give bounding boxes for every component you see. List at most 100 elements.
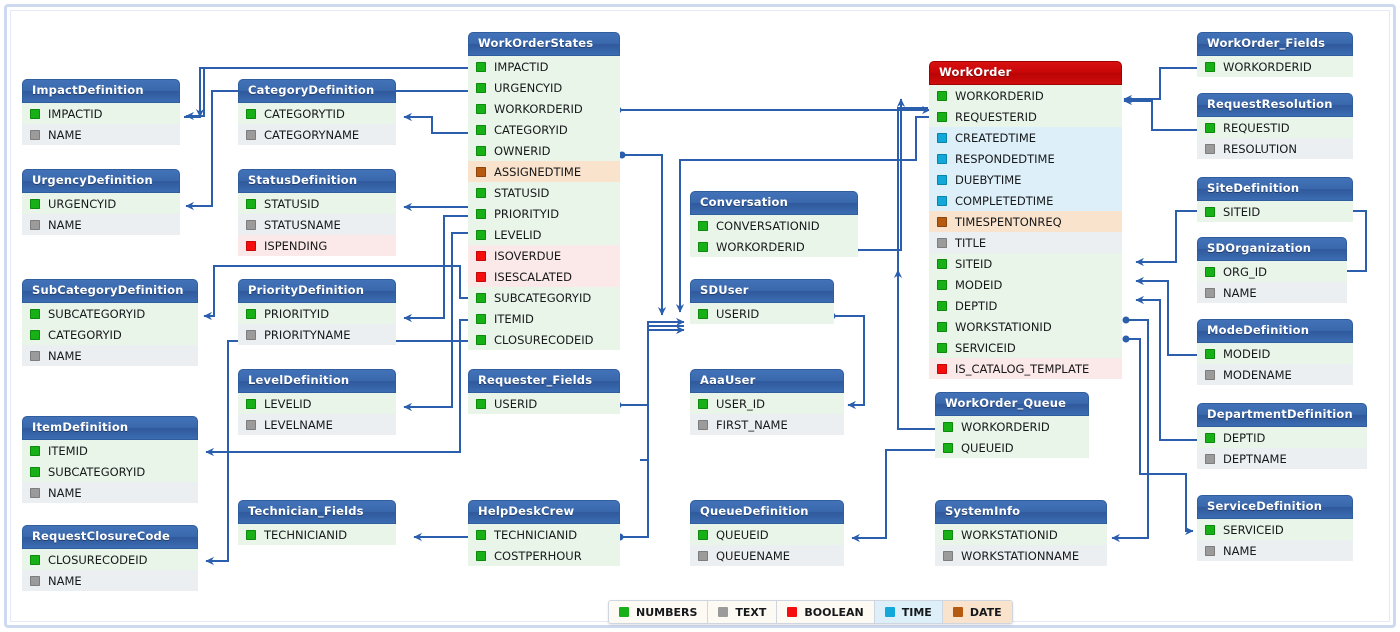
table-header-itemdefinition[interactable]: ItemDefinition <box>22 416 198 440</box>
column-row[interactable]: QUEUENAME <box>690 545 844 566</box>
table-header-urgencydefinition[interactable]: UrgencyDefinition <box>22 169 180 193</box>
table-header-departmentdefinition[interactable]: DepartmentDefinition <box>1197 403 1367 427</box>
column-row[interactable]: SUBCATEGORYID <box>22 303 198 324</box>
column-row[interactable]: MODEID <box>929 274 1122 295</box>
column-row[interactable]: STATUSNAME <box>238 214 396 235</box>
column-row[interactable]: CLOSURECODEID <box>468 329 620 350</box>
column-row[interactable]: TECHNICIANID <box>468 524 620 545</box>
column-row[interactable]: TIMESPENTONREQ <box>929 211 1122 232</box>
table-header-sduser[interactable]: SDUser <box>690 279 834 303</box>
legend-item-time[interactable]: TIME <box>874 601 943 623</box>
column-row[interactable]: CLOSURECODEID <box>22 549 198 570</box>
column-row[interactable]: REQUESTID <box>1197 117 1353 138</box>
column-row[interactable]: LEVELID <box>468 224 620 245</box>
column-row[interactable]: SERVICEID <box>929 337 1122 358</box>
column-row[interactable]: CONVERSATIONID <box>690 215 858 236</box>
column-row[interactable]: ORG_ID <box>1197 261 1347 282</box>
column-row[interactable]: NAME <box>22 214 180 235</box>
column-row[interactable]: IS_CATALOG_TEMPLATE <box>929 358 1122 379</box>
legend-item-numbers[interactable]: NUMBERS <box>609 601 709 623</box>
column-row[interactable]: USERID <box>468 393 620 414</box>
column-row[interactable]: NAME <box>1197 540 1353 561</box>
column-row[interactable]: NAME <box>1197 282 1347 303</box>
table-header-prioritydefinition[interactable]: PriorityDefinition <box>238 279 396 303</box>
column-row[interactable]: USER_ID <box>690 393 844 414</box>
column-row[interactable]: WORKORDERID <box>690 236 858 257</box>
column-row[interactable]: NAME <box>22 345 198 366</box>
column-row[interactable]: PRIORITYID <box>468 203 620 224</box>
column-row[interactable]: DEPTNAME <box>1197 448 1367 469</box>
column-row[interactable]: CATEGORYID <box>468 119 620 140</box>
table-header-requestclosurecode[interactable]: RequestClosureCode <box>22 525 198 549</box>
table-header-sdorganization[interactable]: SDOrganization <box>1197 237 1347 261</box>
column-row[interactable]: ISPENDING <box>238 235 396 256</box>
table-header-systeminfo[interactable]: SystemInfo <box>935 500 1107 524</box>
column-row[interactable]: PRIORITYID <box>238 303 396 324</box>
table-header-workorder_fields[interactable]: WorkOrder_Fields <box>1197 32 1353 56</box>
column-row[interactable]: STATUSID <box>468 182 620 203</box>
table-header-subcategorydefinition[interactable]: SubCategoryDefinition <box>22 279 198 303</box>
table-header-aaauser[interactable]: AaaUser <box>690 369 844 393</box>
column-row[interactable]: WORKSTATIONID <box>935 524 1107 545</box>
column-row[interactable]: SITEID <box>1197 201 1353 222</box>
column-row[interactable]: ISOVERDUE <box>468 245 620 266</box>
table-header-requester_fields[interactable]: Requester_Fields <box>468 369 620 393</box>
column-row[interactable]: DUEBYTIME <box>929 169 1122 190</box>
column-row[interactable]: WORKORDERID <box>935 416 1089 437</box>
column-row[interactable]: MODEID <box>1197 343 1353 364</box>
column-row[interactable]: ISESCALATED <box>468 266 620 287</box>
legend-item-date[interactable]: DATE <box>942 601 1012 623</box>
column-row[interactable]: IMPACTID <box>468 56 620 77</box>
column-row[interactable]: COMPLETEDTIME <box>929 190 1122 211</box>
column-row[interactable]: WORKORDERID <box>468 98 620 119</box>
table-header-categorydefinition[interactable]: CategoryDefinition <box>238 79 396 103</box>
column-row[interactable]: SUBCATEGORYID <box>468 287 620 308</box>
column-row[interactable]: WORKSTATIONNAME <box>935 545 1107 566</box>
column-row[interactable]: STATUSID <box>238 193 396 214</box>
column-row[interactable]: ITEMID <box>468 308 620 329</box>
column-row[interactable]: COSTPERHOUR <box>468 545 620 566</box>
table-header-technician_fields[interactable]: Technician_Fields <box>238 500 396 524</box>
table-header-conversation[interactable]: Conversation <box>690 191 858 215</box>
column-row[interactable]: CATEGORYTID <box>238 103 396 124</box>
column-row[interactable]: LEVELNAME <box>238 414 396 435</box>
column-row[interactable]: ITEMID <box>22 440 198 461</box>
legend-item-boolean[interactable]: BOOLEAN <box>777 601 875 623</box>
column-row[interactable]: LEVELID <box>238 393 396 414</box>
table-header-helpdeskcrew[interactable]: HelpDeskCrew <box>468 500 620 524</box>
table-header-sitedefinition[interactable]: SiteDefinition <box>1197 177 1353 201</box>
column-row[interactable]: USERID <box>690 303 834 324</box>
column-row[interactable]: WORKORDERID <box>1197 56 1353 77</box>
column-row[interactable]: RESOLUTION <box>1197 138 1353 159</box>
column-row[interactable]: TITLE <box>929 232 1122 253</box>
column-row[interactable]: CATEGORYNAME <box>238 124 396 145</box>
column-row[interactable]: DEPTID <box>1197 427 1367 448</box>
column-row[interactable]: SERVICEID <box>1197 519 1353 540</box>
column-row[interactable]: MODENAME <box>1197 364 1353 385</box>
column-row[interactable]: RESPONDEDTIME <box>929 148 1122 169</box>
column-row[interactable]: CATEGORYID <box>22 324 198 345</box>
column-row[interactable]: QUEUEID <box>690 524 844 545</box>
column-row[interactable]: WORKSTATIONID <box>929 316 1122 337</box>
column-row[interactable]: SUBCATEGORYID <box>22 461 198 482</box>
